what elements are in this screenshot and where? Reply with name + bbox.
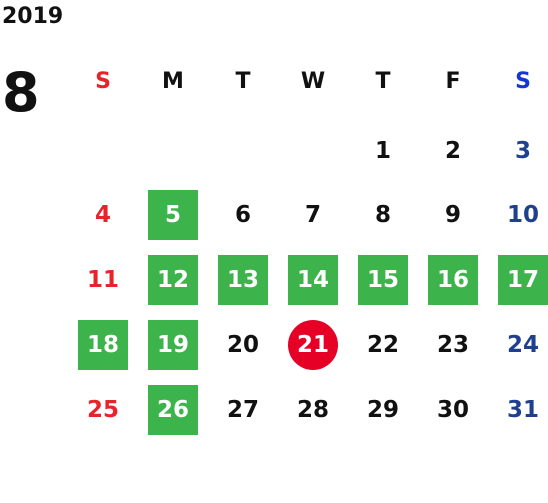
day-cell-13[interactable]: 13 — [218, 255, 268, 305]
day-cell-7[interactable]: 7 — [304, 202, 321, 228]
day-cell-6[interactable]: 6 — [234, 202, 251, 228]
day-cell-4[interactable]: 4 — [94, 202, 111, 228]
day-cell-12[interactable]: 12 — [148, 255, 198, 305]
weekday-friday: F — [445, 69, 461, 94]
weekday-tuesday: T — [235, 69, 251, 94]
day-cell-26[interactable]: 26 — [148, 385, 198, 435]
weekday-sunday: S — [95, 69, 111, 94]
day-cell-30[interactable]: 30 — [436, 397, 469, 423]
day-cell-9[interactable]: 9 — [444, 202, 461, 228]
weekday-thursday: T — [375, 69, 391, 94]
day-cell-29[interactable]: 29 — [366, 397, 399, 423]
weekday-wednesday: W — [300, 69, 326, 94]
day-cell-8[interactable]: 8 — [374, 202, 391, 228]
day-cell-28[interactable]: 28 — [296, 397, 329, 423]
month-label: 8 — [2, 61, 40, 124]
day-cell-10[interactable]: 10 — [506, 202, 539, 228]
day-cell-14[interactable]: 14 — [288, 255, 338, 305]
year-label: 2019 — [2, 4, 64, 29]
day-cell-24[interactable]: 24 — [506, 332, 539, 358]
day-cell-1[interactable]: 1 — [374, 138, 391, 164]
day-cell-today[interactable]: 21 — [288, 320, 338, 370]
day-cell-19[interactable]: 19 — [148, 320, 198, 370]
day-cell-27[interactable]: 27 — [226, 397, 259, 423]
day-cell-2[interactable]: 2 — [444, 138, 461, 164]
day-cell-5[interactable]: 5 — [148, 190, 198, 240]
weekday-monday: M — [162, 69, 184, 94]
weekday-saturday: S — [515, 69, 531, 94]
day-cell-25[interactable]: 25 — [86, 397, 119, 423]
day-cell-23[interactable]: 23 — [436, 332, 469, 358]
day-cell-11[interactable]: 11 — [86, 267, 119, 293]
day-cell-18[interactable]: 18 — [78, 320, 128, 370]
day-cell-22[interactable]: 22 — [366, 332, 399, 358]
day-cell-20[interactable]: 20 — [226, 332, 259, 358]
day-cell-3[interactable]: 3 — [514, 138, 531, 164]
day-cell-17[interactable]: 17 — [498, 255, 548, 305]
day-cell-31[interactable]: 31 — [506, 397, 539, 423]
day-cell-16[interactable]: 16 — [428, 255, 478, 305]
day-cell-15[interactable]: 15 — [358, 255, 408, 305]
